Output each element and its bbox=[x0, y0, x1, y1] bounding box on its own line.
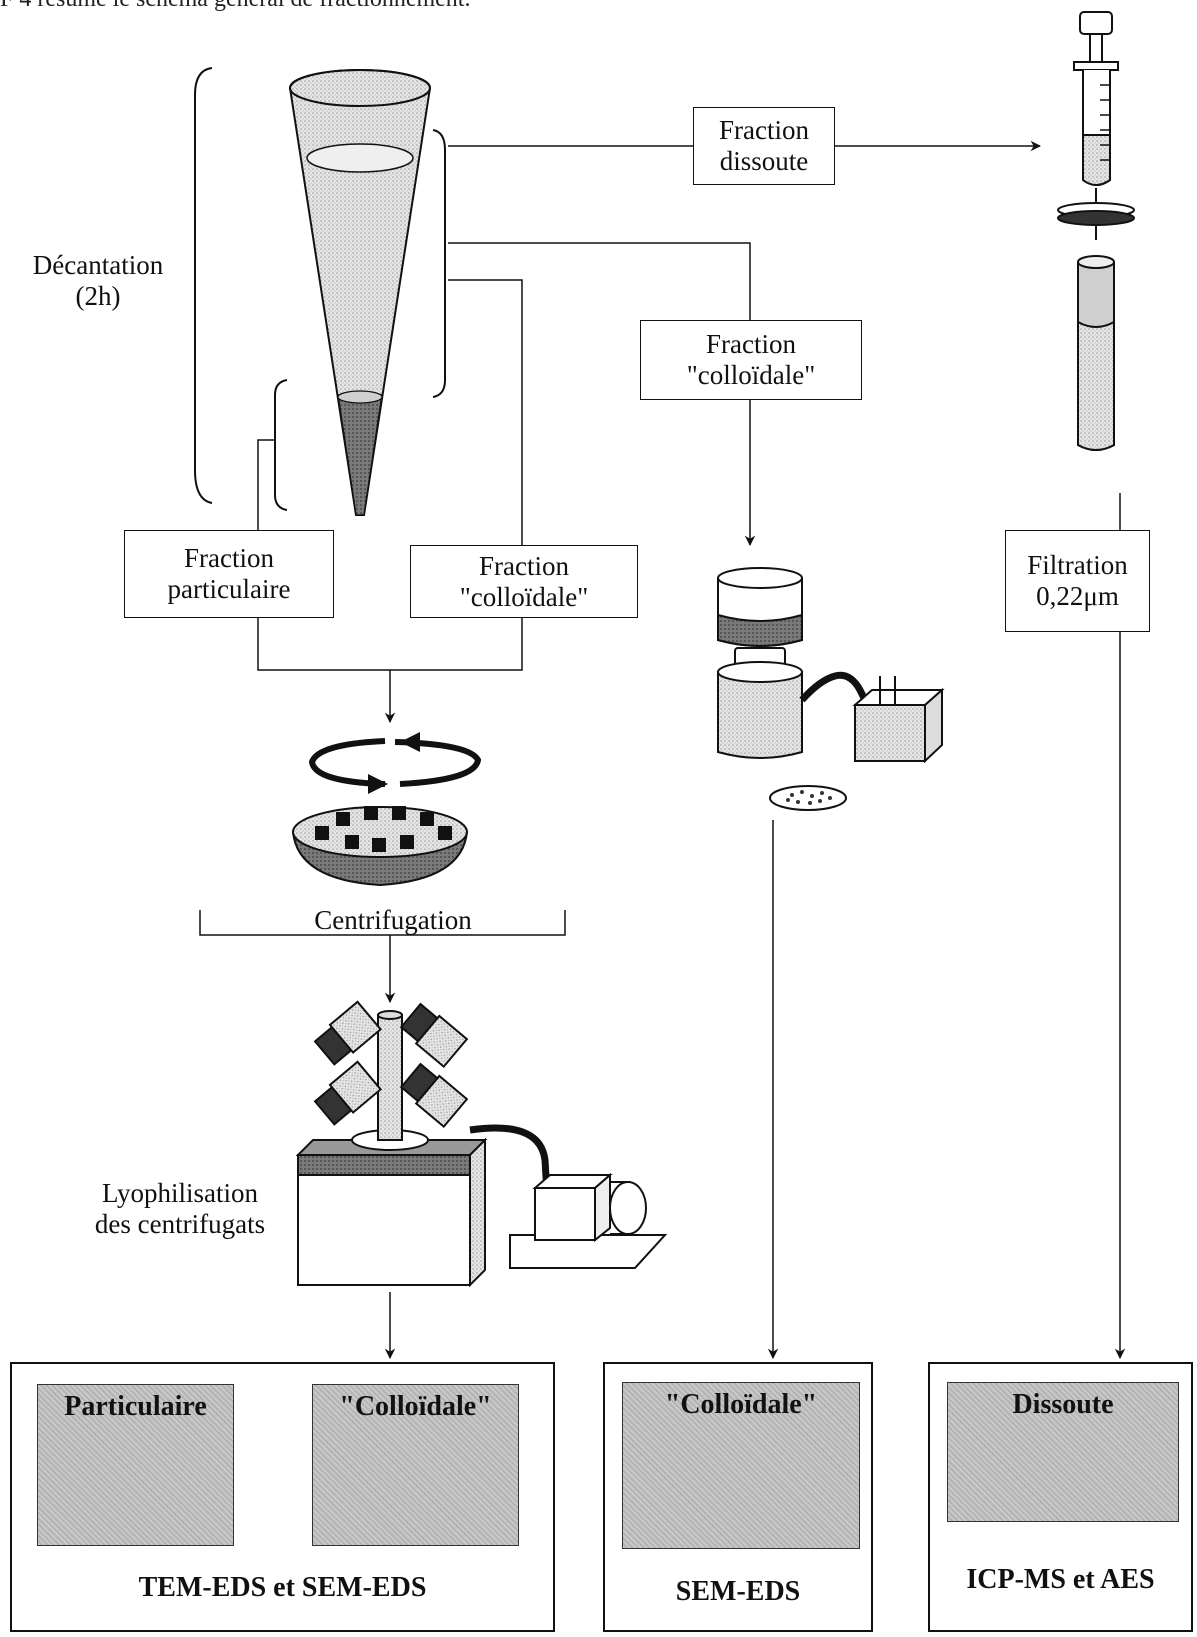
freeze-dryer-icon bbox=[295, 1000, 668, 1288]
colloidale-photo-left: "Colloïdale" bbox=[312, 1384, 519, 1546]
sample-tube-icon bbox=[1077, 255, 1115, 451]
dissoute-photo-title: Dissoute bbox=[1012, 1389, 1114, 1420]
fraction-colloidale-left-box: Fraction "colloïdale" bbox=[410, 545, 638, 618]
filtration-unit-icon bbox=[717, 567, 945, 811]
particulaire-photo: Particulaire bbox=[37, 1384, 234, 1546]
dissoute-photo: Dissoute bbox=[947, 1382, 1179, 1522]
panel-tem-sem-caption: TEM-EDS et SEM-EDS bbox=[138, 1572, 427, 1603]
fraction-dissoute-box: Fraction dissoute bbox=[693, 107, 835, 185]
imhoff-cone-icon bbox=[289, 69, 431, 516]
centrifugation-label: Centrifugation bbox=[314, 905, 472, 935]
rotation-arrows-icon bbox=[308, 738, 482, 787]
lyophilisation-label: Lyophilisation des centrifugats bbox=[94, 1178, 266, 1239]
supernatant-brace bbox=[432, 129, 446, 398]
filtration-box: Filtration 0,22μm bbox=[1005, 530, 1150, 632]
particulate-brace bbox=[274, 379, 288, 511]
top-note: F 4 résume le schéma général de fraction… bbox=[0, 0, 470, 13]
colloidale-photo-middle-title: "Colloïdale" bbox=[664, 1389, 818, 1420]
centrifuge-rotor-icon bbox=[291, 806, 469, 887]
decantation-label: Décantation (2h) bbox=[32, 250, 164, 311]
colloidale-photo-middle: "Colloïdale" bbox=[622, 1382, 860, 1549]
fraction-particulaire-box: Fraction particulaire bbox=[124, 530, 334, 618]
panel-sem: "Colloïdale" SEM-EDS bbox=[603, 1362, 873, 1632]
filter-membrane-dots bbox=[786, 790, 832, 805]
colloidale-photo-left-title: "Colloïdale" bbox=[339, 1391, 492, 1422]
particulaire-photo-title: Particulaire bbox=[64, 1391, 207, 1422]
panel-icp: Dissoute ICP-MS et AES bbox=[928, 1362, 1193, 1632]
panel-tem-sem: Particulaire "Colloïdale" TEM-EDS et SEM… bbox=[10, 1362, 555, 1632]
panel-sem-caption: SEM-EDS bbox=[675, 1576, 801, 1607]
syringe-icon bbox=[1057, 11, 1135, 240]
fraction-colloidale-right-box: Fraction "colloïdale" bbox=[640, 320, 862, 400]
decantation-brace bbox=[194, 67, 213, 504]
panel-icp-caption: ICP-MS et AES bbox=[966, 1564, 1155, 1595]
